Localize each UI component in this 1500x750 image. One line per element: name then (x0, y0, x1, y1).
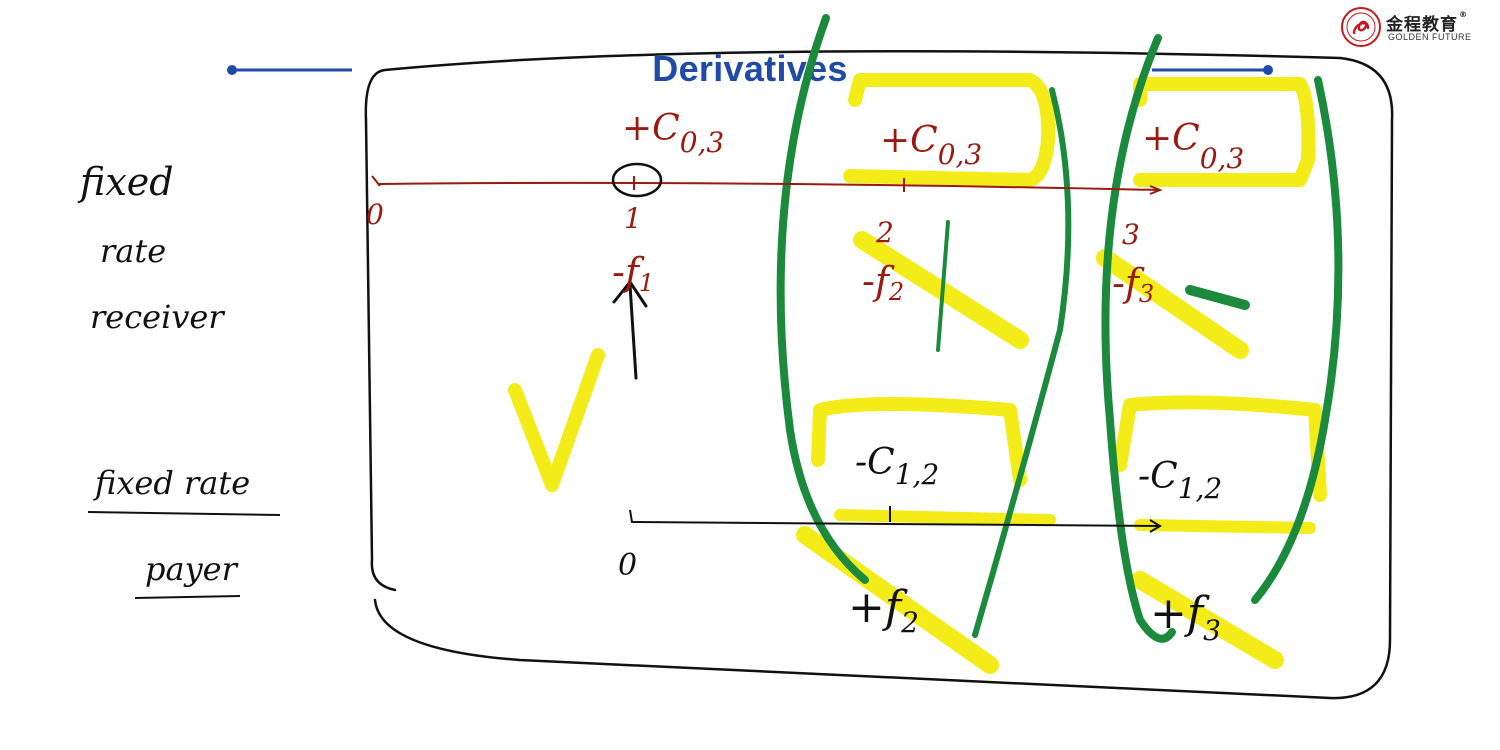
logo-chinese-name: 金程教育® (1386, 10, 1468, 35)
note-payer: payer (145, 550, 239, 588)
payer-float-2: +f2 (848, 582, 919, 639)
frame-outline (364, 50, 1394, 700)
float-label-2: -f2 (862, 259, 904, 306)
payer-origin: 0 (618, 548, 637, 583)
payer-coupon-1: -C1,2 (855, 442, 939, 491)
coupon-label-0: +C0,3 (622, 108, 724, 159)
logo-english-name: GOLDEN FUTURE (1388, 32, 1472, 42)
brand-logo: 金程教育® GOLDEN FUTURE (1340, 6, 1490, 48)
float-label-1: -f1 (612, 250, 654, 297)
label-time-2: 2 (875, 216, 894, 249)
note-fixed-rate: fixed rate (93, 464, 250, 502)
payer-coupon-2: -C1,2 (1138, 456, 1222, 505)
note-receiver: receiver (90, 298, 225, 336)
payer-note-underlines (87, 511, 281, 599)
green-brackets (776, 14, 1343, 643)
label-origin: 0 (366, 198, 384, 231)
coupon-label-1: +C0,3 (880, 120, 982, 171)
golden-future-seal-icon (1341, 7, 1381, 47)
up-arrow (612, 279, 648, 380)
receiver-timeline (371, 175, 1163, 195)
payer-timeline (629, 506, 1162, 533)
coupon-label-2: +C0,3 (1142, 118, 1244, 175)
origin-circle (611, 162, 663, 198)
label-time-3: 3 (1122, 218, 1140, 251)
label-time-1: 1 (624, 202, 642, 235)
note-rate: rate (100, 232, 166, 270)
yellow-highlights (508, 73, 1327, 674)
float-label-3: -f3 (1112, 261, 1154, 308)
note-fixed: fixed (77, 160, 174, 204)
payer-float-3: +f3 (1150, 588, 1221, 647)
title-decoration (227, 65, 1273, 75)
